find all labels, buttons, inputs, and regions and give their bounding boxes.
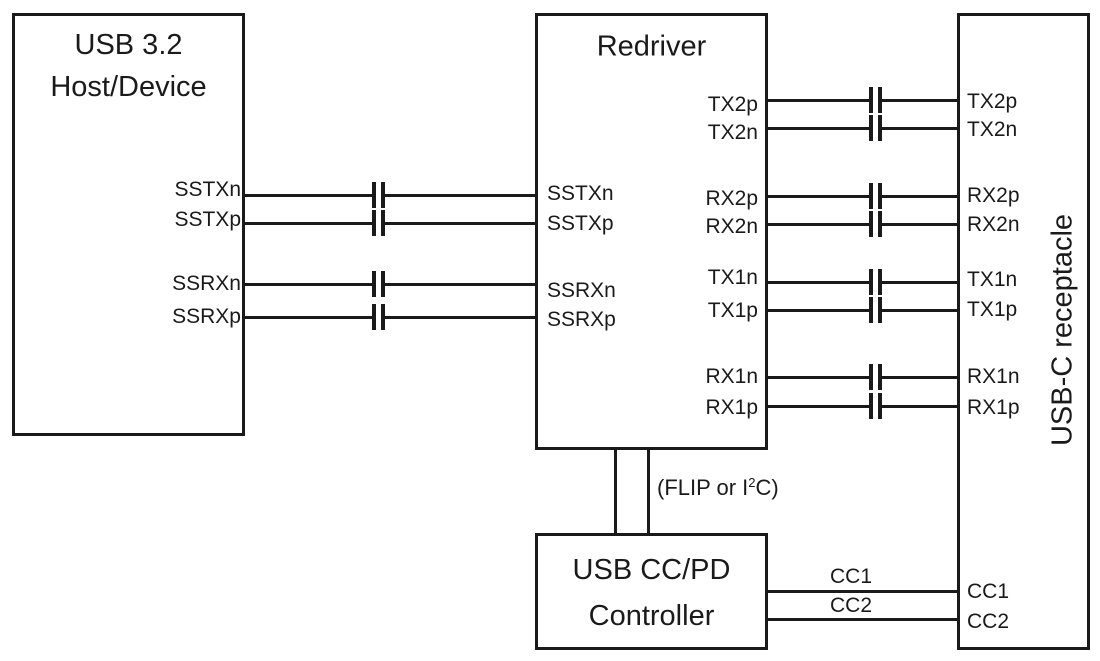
- control-line-2: [647, 449, 650, 534]
- redriver-pin-sstxp: SSTXp: [547, 212, 614, 235]
- wire-tx2n-left: [766, 127, 869, 130]
- redriver-pin-ssrxn: SSRXn: [547, 279, 616, 302]
- wire-tx2p-right: [882, 99, 958, 102]
- wire-rx1n-right: [882, 376, 958, 379]
- coupling-cap-sstxp-plate1: [372, 210, 376, 236]
- coupling-cap-sstxn-plate2: [381, 182, 385, 208]
- redriver-pin-sstxn: SSTXn: [547, 182, 614, 205]
- coupling-cap-sstxn-plate1: [372, 182, 376, 208]
- wire-tx2p-left: [766, 99, 869, 102]
- controller-title-line1: USB CC/PD: [572, 554, 731, 586]
- coupling-cap-rx1p-plate1: [869, 393, 873, 419]
- usb-c-receptacle-block: [957, 13, 1090, 650]
- redriver-pin-tx2p: TX2p: [707, 93, 758, 116]
- wire-tx1p-right: [882, 309, 958, 312]
- wire-ssrxp-left: [244, 316, 372, 319]
- coupling-cap-tx1p-plate2: [878, 297, 882, 323]
- redriver-pin-ssrxp: SSRXp: [547, 308, 616, 331]
- receptacle-block-title: USB-C receptacle: [1046, 213, 1079, 447]
- coupling-cap-ssrxp-plate2: [381, 304, 385, 330]
- controller-title-line2: Controller: [588, 600, 715, 632]
- flip-note-superscript: 2: [748, 474, 756, 490]
- wire-tx1p-left: [766, 309, 869, 312]
- wire-cc2: [766, 618, 958, 621]
- host-block-title: USB 3.2 Host/Device: [12, 24, 245, 108]
- cc1-wire-label: CC1: [829, 565, 872, 588]
- wire-rx2n-right: [882, 223, 958, 226]
- host-pin-sstxp: SSTXp: [174, 208, 241, 231]
- coupling-cap-tx2n-plate2: [878, 115, 882, 141]
- wire-cc1: [766, 590, 958, 593]
- coupling-cap-sstxp-plate2: [381, 210, 385, 236]
- coupling-cap-tx1n-plate1: [869, 269, 873, 295]
- cc-pd-controller-block: [535, 533, 768, 650]
- cc2-wire-label: CC2: [829, 594, 872, 617]
- flip-note-pre: (FLIP or I: [657, 475, 749, 501]
- coupling-cap-rx1n-plate2: [878, 364, 882, 390]
- wire-ssrxn-left: [244, 283, 372, 286]
- coupling-cap-ssrxn-plate2: [381, 271, 385, 297]
- redriver-pin-rx1p: RX1p: [705, 396, 758, 419]
- coupling-cap-rx1n-plate1: [869, 364, 873, 390]
- control-line-1: [614, 449, 617, 534]
- wire-sstxn-left: [244, 194, 372, 197]
- coupling-cap-tx1p-plate1: [869, 297, 873, 323]
- controller-block-title: USB CC/PD Controller: [535, 547, 768, 639]
- coupling-cap-tx2p-plate2: [878, 87, 882, 113]
- coupling-cap-ssrxp-plate1: [372, 304, 376, 330]
- wire-tx2n-right: [882, 127, 958, 130]
- usb-host-device-block: [12, 13, 245, 436]
- receptacle-pin-rx1n: RX1n: [967, 365, 1020, 388]
- coupling-cap-rx2p-plate2: [878, 183, 882, 209]
- host-pin-sstxn: SSTXn: [174, 178, 241, 201]
- wire-rx1n-left: [766, 376, 869, 379]
- host-pin-ssrxp: SSRXp: [172, 305, 241, 328]
- redriver-pin-rx2p: RX2p: [705, 187, 758, 210]
- receptacle-pin-tx1p: TX1p: [967, 298, 1018, 321]
- coupling-cap-rx1p-plate2: [878, 393, 882, 419]
- wire-sstxn-right: [385, 194, 536, 197]
- flip-i2c-note: (FLIP or I2C): [657, 475, 779, 501]
- coupling-cap-ssrxn-plate1: [372, 271, 376, 297]
- coupling-cap-rx2n-plate2: [878, 211, 882, 237]
- receptacle-pin-cc1: CC1: [967, 580, 1010, 603]
- host-title-line1: USB 3.2: [74, 29, 183, 61]
- wire-tx1n-left: [766, 281, 869, 284]
- redriver-pin-rx2n: RX2n: [705, 215, 758, 238]
- host-title-line2: Host/Device: [50, 71, 207, 103]
- wire-rx2p-right: [882, 195, 958, 198]
- wire-tx1n-right: [882, 281, 958, 284]
- redriver-pin-tx2n: TX2n: [707, 121, 758, 144]
- wire-rx1p-right: [882, 405, 958, 408]
- wire-rx2n-left: [766, 223, 869, 226]
- coupling-cap-rx2p-plate1: [869, 183, 873, 209]
- wire-rx1p-left: [766, 405, 869, 408]
- wire-ssrxn-right: [385, 283, 536, 286]
- receptacle-pin-rx2n: RX2n: [967, 213, 1020, 236]
- wire-sstxp-left: [244, 222, 372, 225]
- redriver-block: [535, 13, 768, 450]
- redriver-block-title: Redriver: [596, 30, 707, 63]
- receptacle-pin-tx2p: TX2p: [967, 90, 1018, 113]
- redriver-pin-tx1p: TX1p: [707, 299, 758, 322]
- receptacle-pin-rx2p: RX2p: [967, 184, 1020, 207]
- redriver-pin-tx1n: TX1n: [707, 266, 758, 289]
- redriver-pin-rx1n: RX1n: [705, 365, 758, 388]
- coupling-cap-tx2n-plate1: [869, 115, 873, 141]
- receptacle-pin-tx2n: TX2n: [967, 118, 1018, 141]
- coupling-cap-rx2n-plate1: [869, 211, 873, 237]
- coupling-cap-tx1n-plate2: [878, 269, 882, 295]
- receptacle-pin-rx1p: RX1p: [967, 396, 1020, 419]
- wire-rx2p-left: [766, 195, 869, 198]
- coupling-cap-tx2p-plate1: [869, 87, 873, 113]
- receptacle-pin-tx1n: TX1n: [967, 268, 1018, 291]
- receptacle-pin-cc2: CC2: [967, 610, 1010, 633]
- wire-ssrxp-right: [385, 316, 536, 319]
- host-pin-ssrxn: SSRXn: [172, 272, 241, 295]
- flip-note-post: C): [755, 475, 779, 501]
- wire-sstxp-right: [385, 222, 536, 225]
